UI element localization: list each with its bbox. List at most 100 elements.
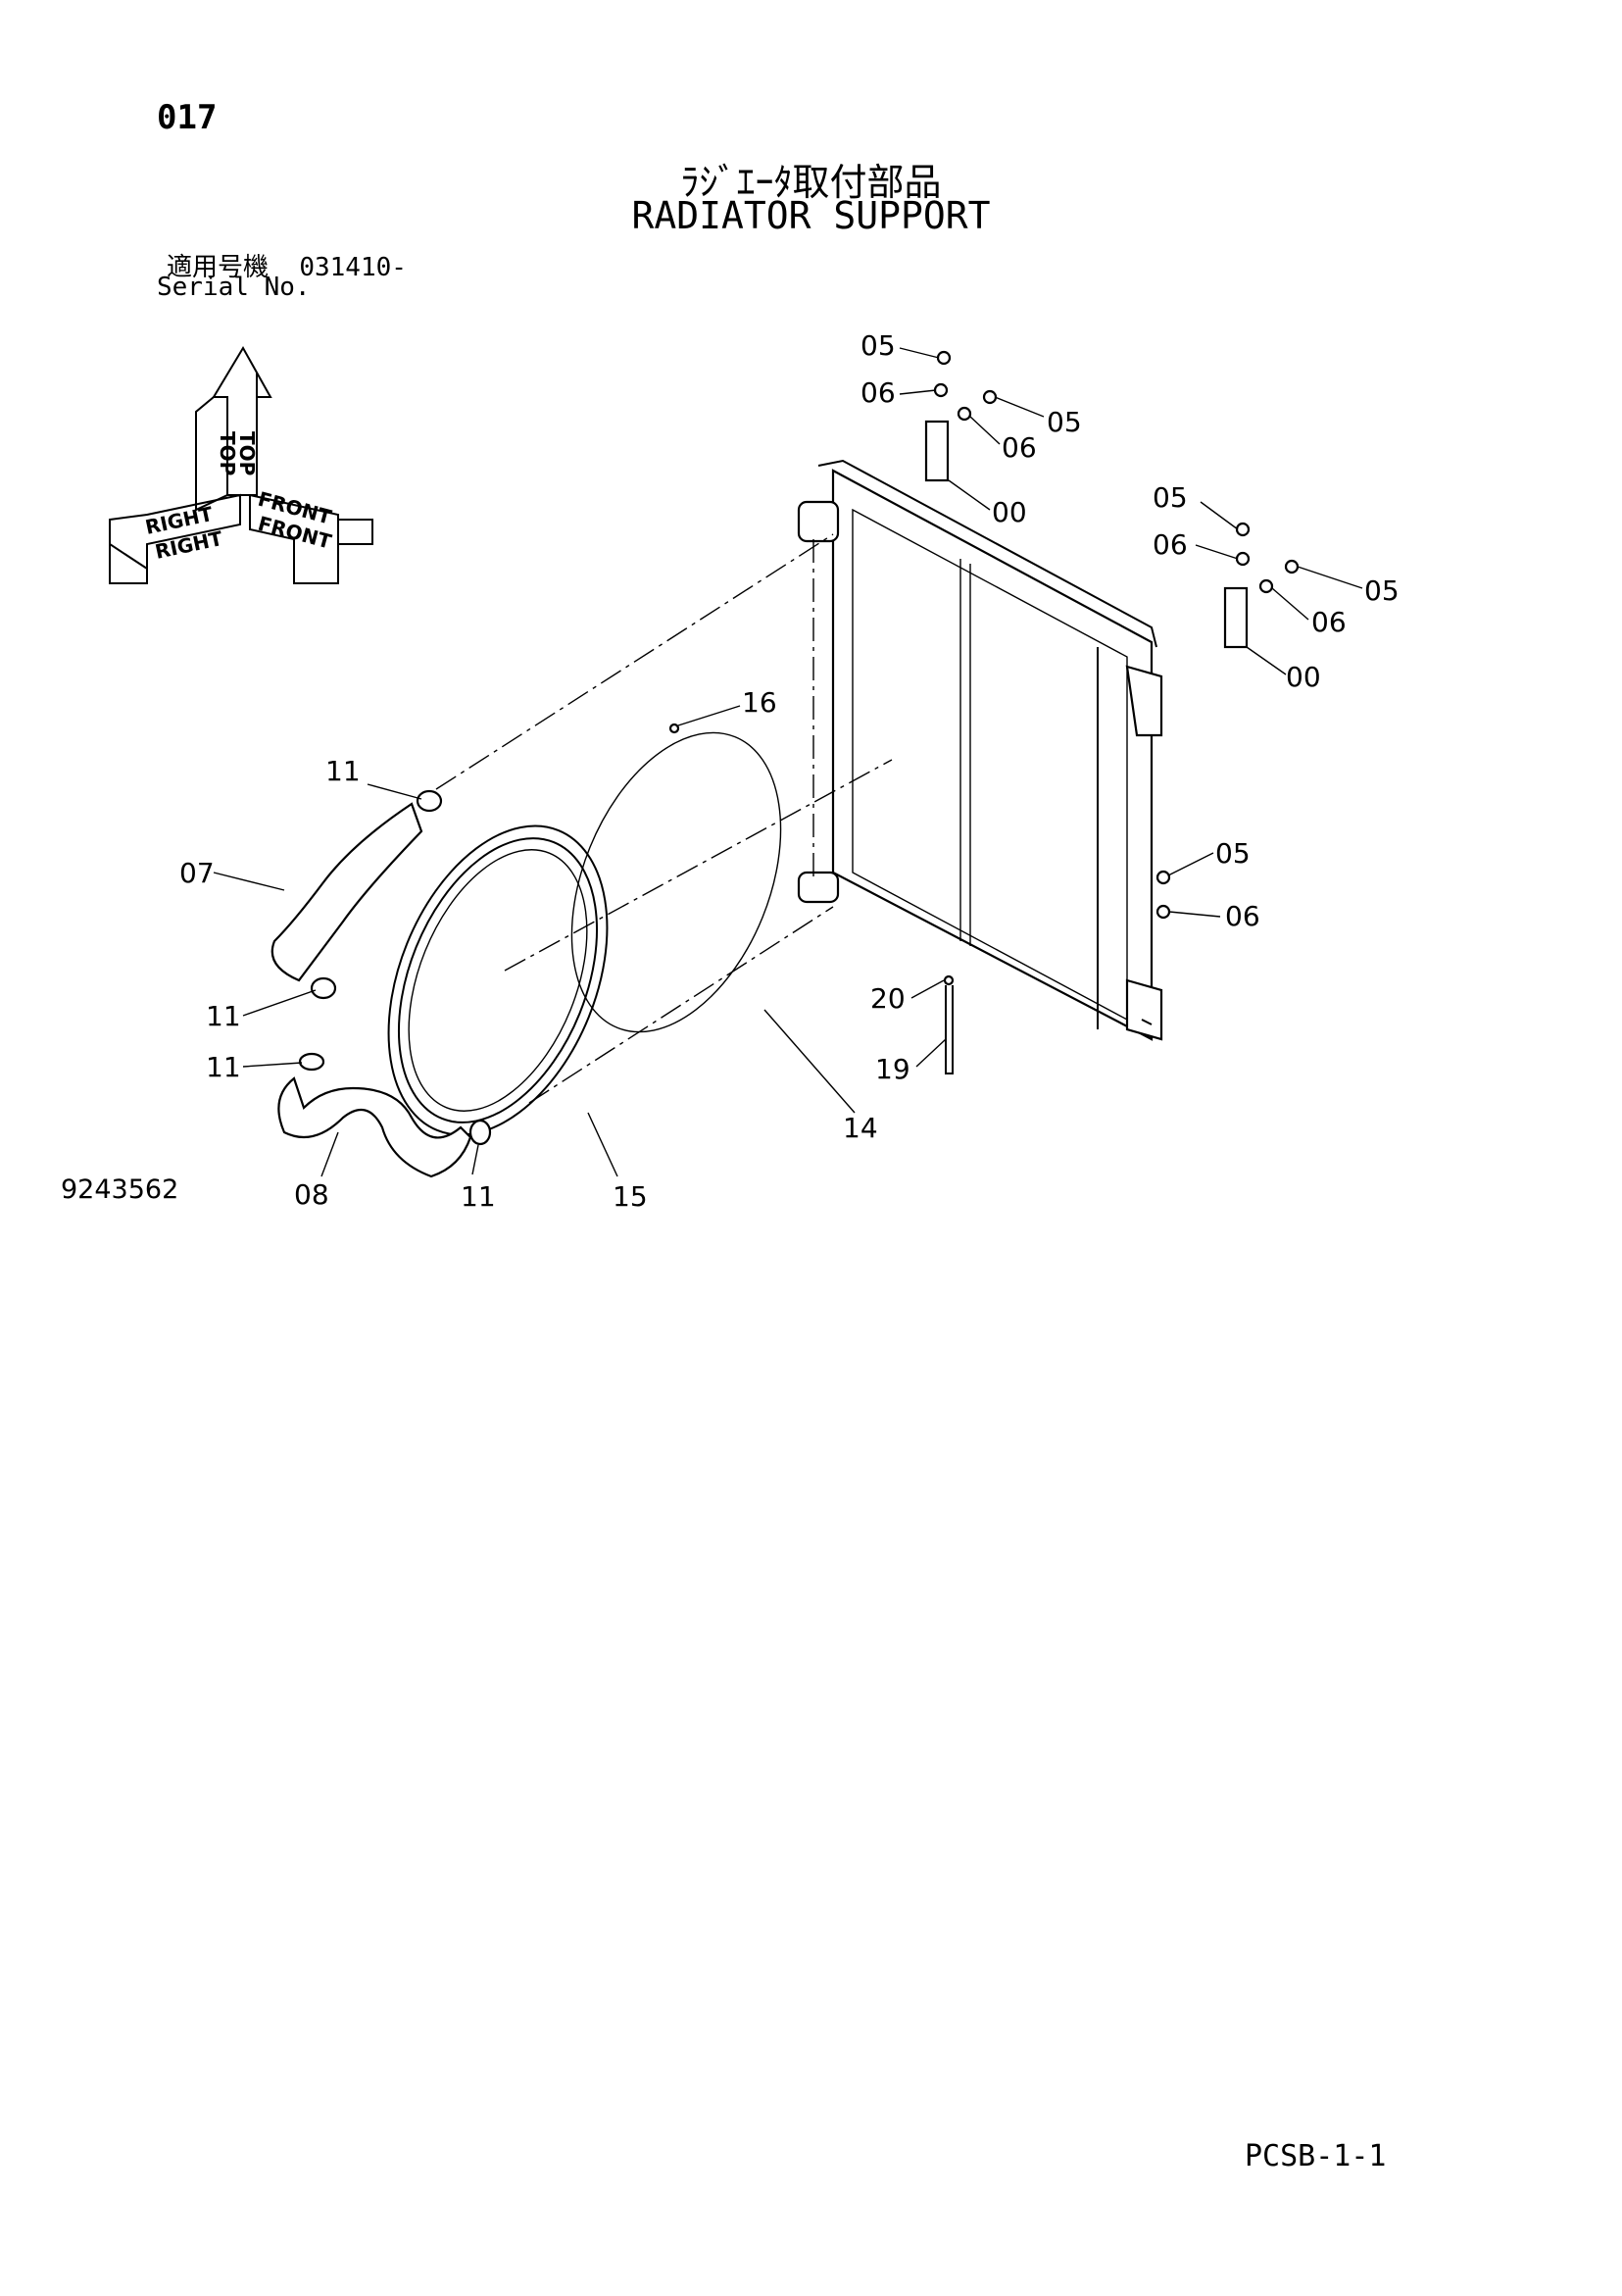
hose-clamp	[468, 1119, 492, 1146]
bolt-icon	[936, 350, 952, 366]
callout-05: 05	[860, 329, 896, 362]
leader-line	[587, 1112, 618, 1177]
leader-line	[994, 396, 1045, 418]
mount-bracket-lower	[1223, 586, 1249, 649]
washer-icon	[933, 382, 949, 398]
serial-label: Serial No.	[157, 273, 311, 302]
serial-value: 031410-	[299, 253, 407, 282]
callout-06: 06	[1153, 528, 1188, 561]
radiator-assembly	[797, 459, 1163, 1041]
leader-line	[899, 347, 940, 359]
callout-08: 08	[294, 1178, 329, 1211]
page-number: 017	[157, 98, 218, 137]
drain-plug-icon	[943, 974, 955, 986]
top-arrow	[212, 346, 272, 496]
callout-05: 05	[1153, 481, 1188, 514]
washer-icon	[1235, 551, 1251, 567]
lower-axis-line	[528, 906, 834, 1104]
hose-clamp	[310, 976, 337, 1000]
page-code: PCSB-1-1	[1245, 2139, 1387, 2173]
leader-lines	[213, 347, 1363, 1177]
callout-05: 05	[1215, 837, 1251, 870]
leader-line	[1168, 911, 1221, 918]
washer-icon	[1155, 904, 1171, 920]
leader-line	[1200, 501, 1239, 530]
callout-16: 16	[742, 686, 777, 719]
callout-06: 06	[1311, 606, 1347, 638]
leader-line	[213, 872, 285, 891]
drain-fitting	[1141, 1019, 1153, 1025]
washer-icon	[957, 406, 972, 422]
top-arrow-depth	[195, 396, 228, 512]
drain-cock	[945, 985, 954, 1074]
callout-00: 00	[1286, 661, 1321, 693]
fan-ring	[387, 824, 609, 1136]
leader-line	[910, 979, 945, 999]
washer-icon	[1258, 578, 1274, 594]
leader-line	[1246, 646, 1287, 675]
leader-line	[242, 989, 317, 1017]
bolt-icon	[1155, 870, 1171, 885]
bolt-icon	[1284, 559, 1300, 574]
leader-line	[1271, 587, 1309, 621]
callout-14: 14	[843, 1112, 878, 1144]
leader-line	[969, 416, 1001, 445]
lower-outlet-pipe	[797, 871, 840, 904]
callout-05: 05	[1364, 574, 1400, 607]
hose-clamp	[416, 789, 443, 813]
page-title: RADIATOR SUPPORT	[631, 194, 991, 237]
leader-line	[320, 1131, 339, 1177]
leader-line	[471, 1144, 479, 1175]
upper-axis-line	[435, 533, 834, 790]
callout-20: 20	[870, 982, 906, 1015]
serial-label-japanese: 適用号機	[167, 253, 270, 282]
rivet-icon	[668, 723, 680, 734]
fan-shroud-seal	[570, 731, 782, 1033]
leader-line	[1297, 566, 1363, 589]
leader-line	[915, 1038, 947, 1068]
drawing-number: 9243562	[61, 1174, 179, 1205]
leader-line	[242, 1062, 303, 1068]
leader-line	[677, 705, 741, 726]
leader-line	[899, 389, 937, 395]
fan-ring-lip	[408, 849, 588, 1112]
center-axis-line	[504, 759, 893, 972]
callout-11: 11	[461, 1180, 496, 1213]
top-label-repeat: TOP	[235, 431, 259, 475]
callout-11: 11	[206, 1000, 241, 1032]
callout-07: 07	[179, 857, 215, 889]
callout-15: 15	[613, 1180, 648, 1213]
callout-11: 11	[325, 755, 361, 787]
top-bracket	[817, 459, 1157, 648]
right-arrow-depth	[109, 544, 148, 584]
fan-ring-inner	[397, 837, 599, 1123]
bolt-icon	[1235, 522, 1251, 537]
callout-05: 05	[1047, 406, 1082, 438]
front-arrow-depth	[249, 495, 339, 584]
top-label: TOP	[216, 431, 239, 475]
callout-06: 06	[1225, 900, 1260, 932]
leader-line	[1167, 852, 1214, 876]
orientation-indicator: TOP TOP RIGHT RIGHT FRONT FRONT	[109, 346, 373, 584]
upper-hose	[270, 802, 423, 982]
serial-range: 適用号機 031410-	[167, 247, 407, 283]
lower-hose	[277, 1076, 472, 1178]
lower-side-pipe	[1125, 978, 1163, 1041]
upper-inlet-pipe	[797, 500, 840, 543]
bolt-icon	[982, 389, 998, 405]
upper-side-pipe	[1125, 665, 1163, 737]
callout-11: 11	[206, 1051, 241, 1083]
leader-line	[367, 783, 422, 800]
mount-bracket-upper	[924, 420, 950, 482]
leader-line	[763, 1009, 856, 1114]
leader-line	[1195, 544, 1239, 560]
callout-00: 00	[992, 496, 1027, 528]
page-title-japanese: ﾗｼﾞｴｰﾀ取付部品	[680, 161, 942, 204]
callout-06: 06	[1002, 431, 1037, 464]
leader-line	[948, 479, 991, 511]
callout-06: 06	[860, 376, 896, 409]
callout-19: 19	[875, 1053, 910, 1085]
radiator-frame	[831, 469, 1154, 1041]
front-arrow	[249, 494, 373, 545]
